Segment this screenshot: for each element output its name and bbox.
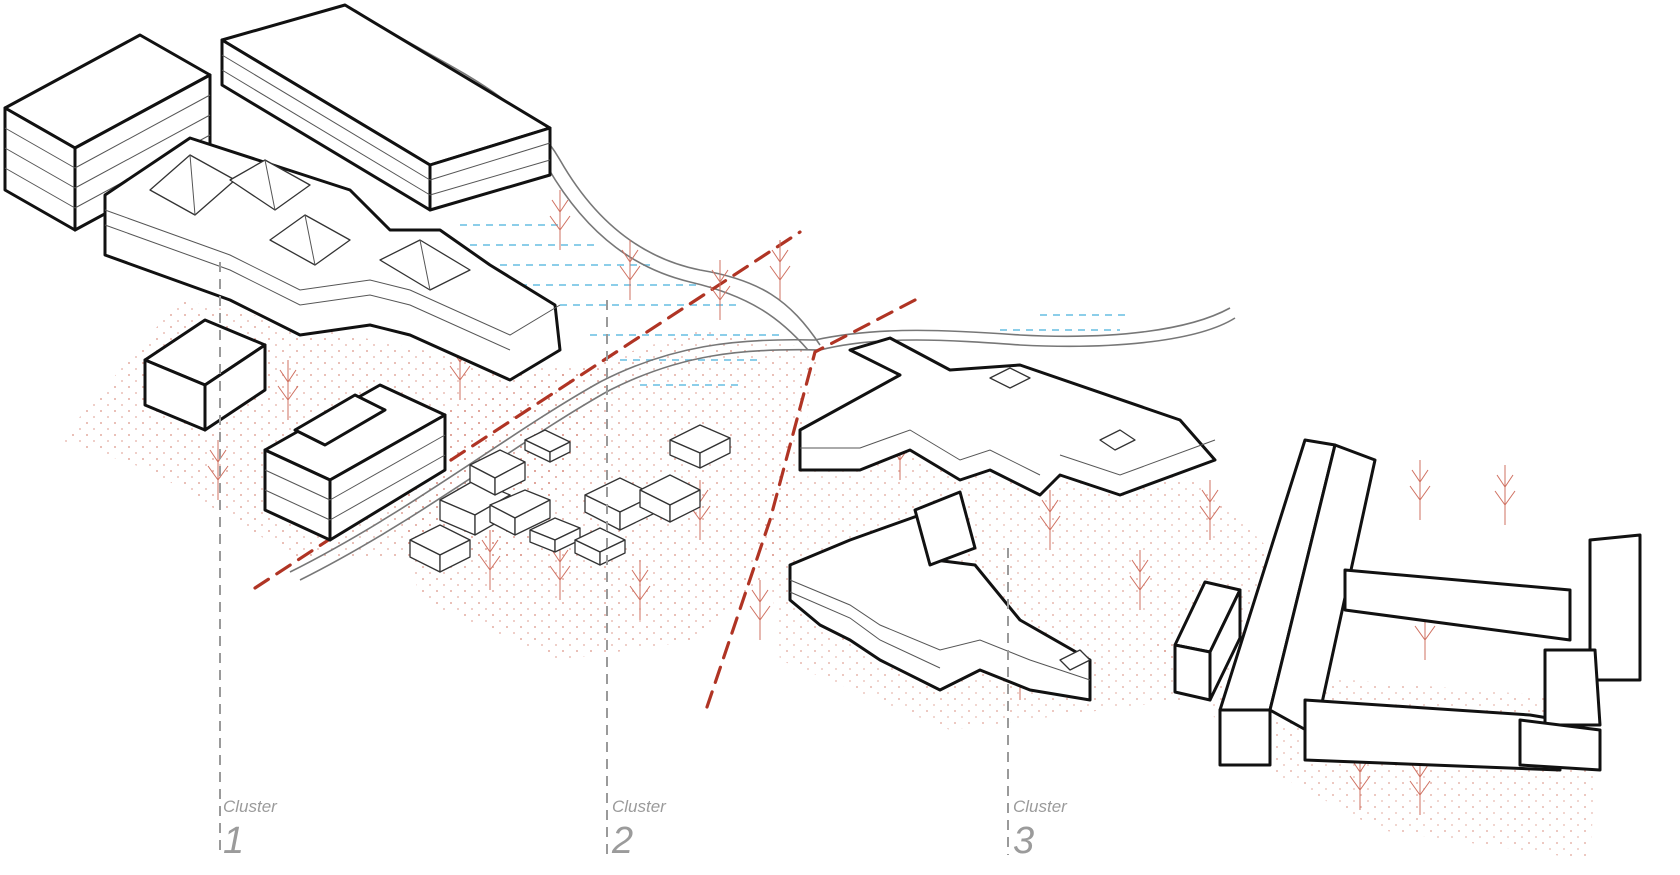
tree bbox=[277, 360, 299, 420]
building-cross-south bbox=[788, 490, 1092, 702]
cluster-2-label: Cluster bbox=[612, 797, 667, 816]
cluster-labels: Cluster 1 Cluster 2 Cluster 3 bbox=[223, 797, 1068, 862]
building-slab-south bbox=[263, 383, 447, 542]
cluster-1-label: Cluster bbox=[223, 797, 278, 816]
tree bbox=[1494, 465, 1516, 525]
tree bbox=[549, 540, 571, 600]
house bbox=[409, 524, 471, 573]
building-thin-bar bbox=[1173, 580, 1242, 702]
tree bbox=[1039, 490, 1061, 550]
building-courtyard-complex bbox=[1218, 438, 1642, 772]
divider-cluster-2-3 bbox=[704, 298, 917, 712]
tree bbox=[1349, 750, 1371, 810]
cluster-3-number: 3 bbox=[1013, 820, 1034, 862]
house bbox=[489, 489, 551, 536]
house bbox=[669, 424, 731, 469]
cluster-axes bbox=[219, 262, 1009, 855]
tree bbox=[549, 190, 571, 250]
cluster-3-label: Cluster bbox=[1013, 797, 1068, 816]
tree bbox=[1409, 460, 1431, 520]
tree bbox=[479, 530, 501, 590]
tree bbox=[1129, 550, 1151, 610]
house bbox=[529, 517, 581, 553]
tree bbox=[1199, 480, 1221, 540]
building-long-slab bbox=[220, 3, 552, 212]
tree bbox=[207, 440, 229, 500]
house bbox=[639, 474, 701, 523]
tree bbox=[749, 580, 771, 640]
cluster-3-buildings bbox=[788, 336, 1242, 702]
cluster-2-buildings bbox=[409, 424, 731, 573]
cluster-1-number: 1 bbox=[223, 820, 244, 862]
tree bbox=[619, 240, 641, 300]
building-cross-north bbox=[798, 336, 1217, 497]
tree bbox=[769, 240, 791, 300]
cluster-1-buildings bbox=[3, 3, 562, 542]
house bbox=[469, 449, 526, 496]
building-small-pitched bbox=[143, 318, 267, 432]
house bbox=[524, 429, 571, 463]
tree bbox=[709, 260, 731, 320]
trees bbox=[207, 190, 1516, 815]
building-pitched-roof-complex bbox=[103, 136, 562, 382]
tree bbox=[629, 560, 651, 620]
cluster-2-number: 2 bbox=[611, 820, 633, 862]
